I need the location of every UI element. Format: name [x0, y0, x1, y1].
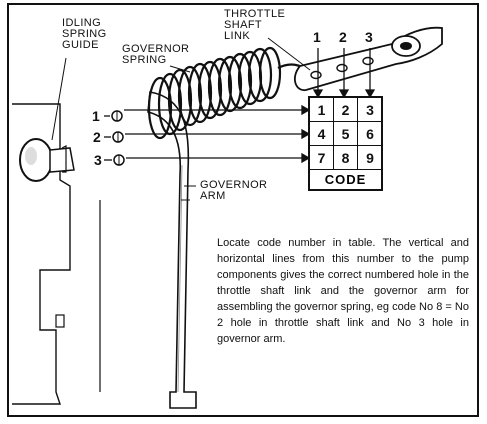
governor-spring-coil	[147, 46, 282, 140]
governor-arm-plate	[147, 91, 197, 409]
code-table-label: CODE	[324, 172, 367, 187]
link-hole-number-1: 1	[313, 29, 321, 45]
link-hole-3	[362, 56, 374, 66]
code-cell: 9	[358, 146, 382, 170]
column-arrows	[312, 48, 376, 99]
code-cell: 5	[334, 122, 358, 146]
code-table: 1 2 3 4 5 6 7 8 9 CODE	[308, 96, 383, 191]
governor-arm-edge	[177, 164, 183, 393]
code-cell: 8	[334, 146, 358, 170]
idling-spring-guide-stem	[49, 147, 75, 173]
caption-text: Locate code number in table. The vertica…	[217, 237, 469, 345]
governor-arm-label: GOVERNOR ARM	[200, 179, 268, 202]
arm-hole-number-1: 1	[92, 108, 100, 124]
arm-hole-number-2: 2	[93, 129, 101, 145]
link-hole-1	[310, 70, 322, 80]
link-hole-number-2: 2	[339, 29, 347, 45]
link-hole-2	[336, 63, 348, 73]
code-cell: 6	[358, 122, 382, 146]
governor-spring-label: GOVERNOR SPRING	[122, 43, 190, 66]
throttle-shaft-link-label: THROTTLE SHAFT LINK	[224, 8, 286, 42]
code-cell: 1	[310, 98, 334, 122]
idling-spring-guide-label: IDLING SPRING GUIDE	[62, 17, 107, 51]
link-hole-number-3: 3	[365, 29, 373, 45]
figure-border	[7, 3, 479, 417]
code-cell: 3	[358, 98, 382, 122]
code-cell: 4	[310, 122, 334, 146]
row-arrows	[104, 104, 311, 164]
code-cell: 7	[310, 146, 334, 170]
pump-body-tab	[55, 314, 65, 328]
leader-lines	[51, 37, 311, 201]
arm-hole-number-3: 3	[94, 152, 102, 168]
code-cell: 2	[334, 98, 358, 122]
